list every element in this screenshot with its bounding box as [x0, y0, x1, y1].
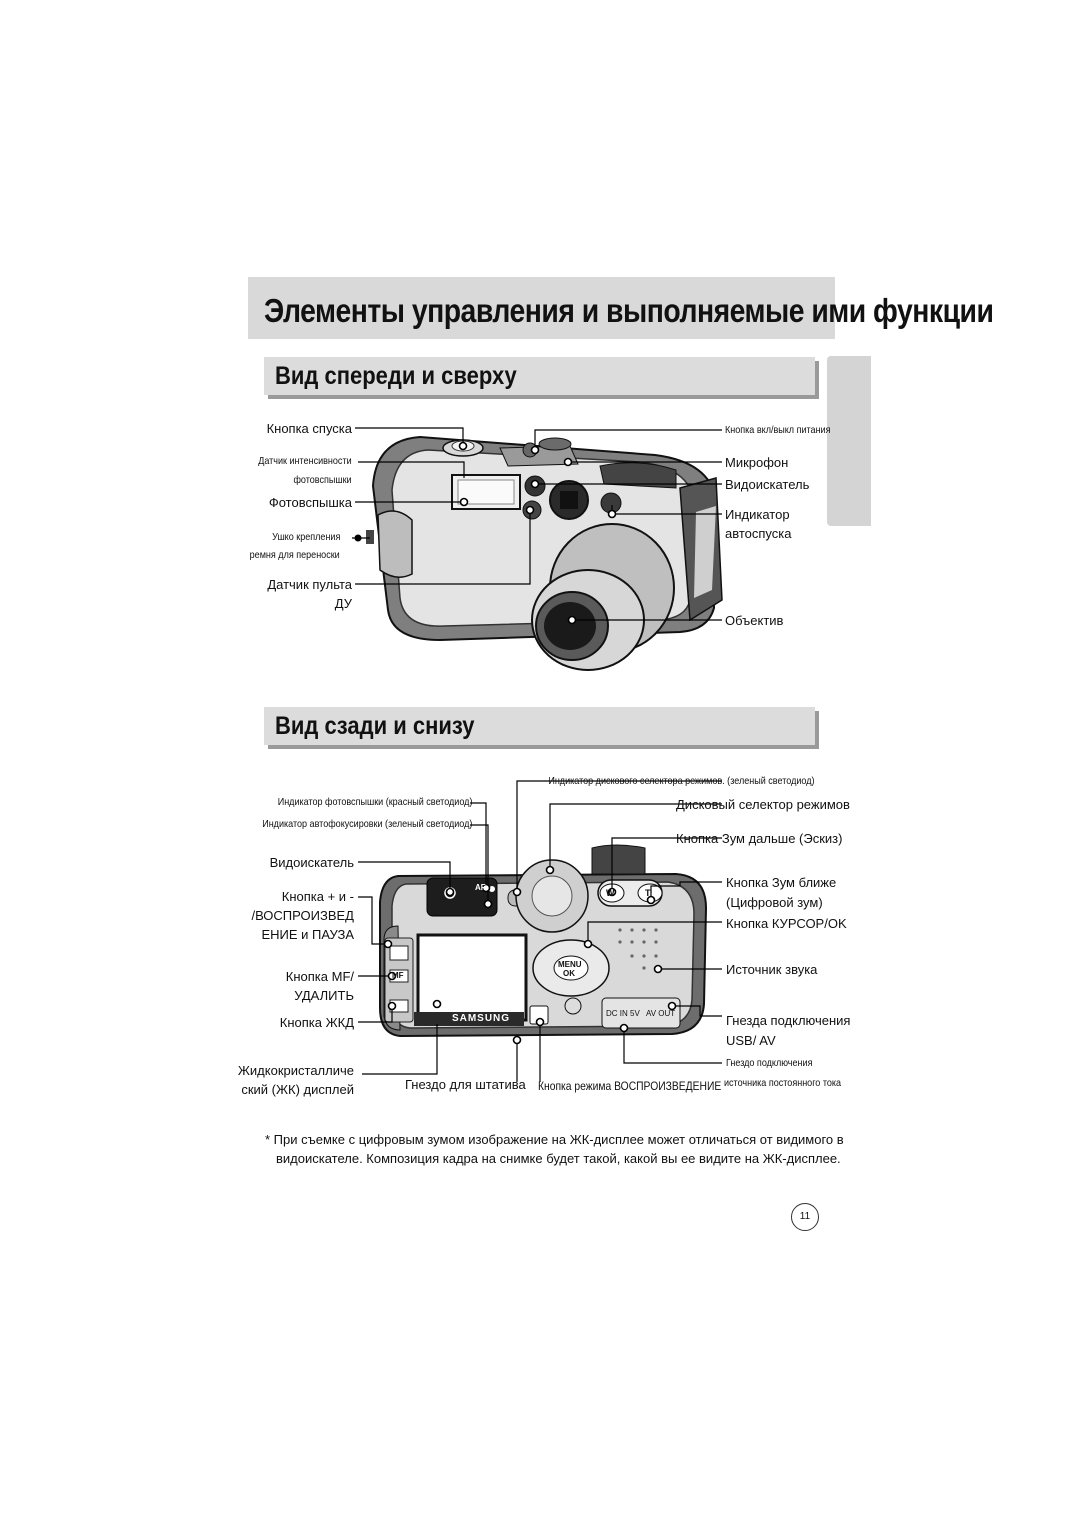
label-lcd-2: ский (ЖК) дисплей	[241, 1082, 354, 1097]
label-microphone: Микрофон	[725, 455, 789, 470]
front-heading: Вид спереди и сверху	[275, 362, 517, 390]
footnote-line-1: * При съемке с цифровым зумом изображени…	[265, 1132, 844, 1147]
label-play-2: /ВОСПРОИЗВЕД	[251, 908, 354, 923]
label-mf-1: Кнопка MF/	[285, 969, 354, 984]
label-speaker: Источник звука	[726, 962, 818, 977]
front-heading-bar	[264, 357, 815, 395]
label-mode-dial: Дисковый селектор режимов	[676, 797, 850, 812]
t-mark: T	[645, 888, 651, 898]
label-zoom-in-1: Кнопка Зум ближе	[726, 875, 837, 890]
label-flash: Фотовспышка	[268, 495, 352, 510]
footnote: * При съемке с цифровым зумом изображени…	[265, 1130, 844, 1168]
label-play-3: ЕНИЕ и ПАУЗА	[261, 927, 355, 942]
label-timer-1: Индикатор	[725, 507, 790, 522]
label-mf-2: УДАЛИТЬ	[294, 988, 354, 1003]
back-camera-drawing	[379, 844, 708, 1038]
label-viewfinder-back: Видоискатель	[269, 855, 354, 870]
label-tripod: Гнездо для штатива	[405, 1077, 526, 1092]
label-lcd-button: Кнопка ЖКД	[279, 1015, 354, 1030]
label-flash-sensor-1: Датчик интенсивности	[258, 455, 352, 467]
label-usb-2: USB/ AV	[726, 1033, 776, 1048]
label-strap-1: Ушко крепления	[271, 531, 340, 543]
label-af-led: Индикатор автофокусировки (зеленый свето…	[261, 818, 472, 830]
label-shutter: Кнопка спуска	[266, 421, 352, 436]
label-flash-sensor-2: фотовспышки	[293, 474, 352, 486]
mf-mark: MF	[392, 971, 404, 980]
av-out-mark: AV OUT	[646, 1009, 676, 1018]
label-flash-led: Индикатор фотовспышки (красный светодиод…	[277, 796, 472, 808]
dc-in-mark: DC IN 5V	[606, 1009, 640, 1018]
brand-logo-text: SAMSUNG	[451, 1013, 511, 1024]
label-cursor-ok: Кнопка КУРСОР/OK	[726, 916, 847, 931]
label-dc-1: Гнездо подключения	[726, 1057, 813, 1069]
label-timer-2: автоспуска	[725, 526, 792, 541]
af-mark: AF	[475, 883, 486, 892]
back-heading-bar	[264, 707, 815, 745]
label-dc-2: источника постоянного тока	[724, 1077, 842, 1089]
label-usb-1: Гнезда подключения	[726, 1013, 851, 1028]
label-lens: Объектив	[725, 613, 784, 628]
page-title: Элементы управления и выполняемые ими фу…	[264, 292, 994, 329]
w-mark: W	[606, 888, 615, 898]
footnote-line-2: видоискателе. Композиция кадра на снимке…	[276, 1151, 841, 1166]
label-remote-1: Датчик пульта	[267, 577, 352, 592]
title-bar	[248, 277, 835, 339]
label-strap-2: ремня для переноски	[249, 549, 340, 561]
ok-mark: OK	[563, 969, 575, 978]
page-number: 11	[791, 1203, 819, 1231]
label-zoom-out: Кнопка Зум дальше (Эскиз)	[676, 831, 843, 846]
front-camera-drawing	[366, 435, 723, 671]
back-heading: Вид сзади и снизу	[275, 712, 475, 740]
label-play-1: Кнопка + и -	[281, 889, 354, 904]
label-mode-led: Индикатор дискового селектора режимов. (…	[547, 775, 814, 787]
label-viewfinder-front: Видоискатель	[725, 477, 810, 492]
side-tab	[827, 356, 871, 526]
label-playback-mode: Кнопка режима ВОСПРОИЗВЕДЕНИЕ	[538, 1079, 722, 1093]
label-lcd-1: Жидкокристалличе	[237, 1063, 354, 1078]
menu-mark: MENU	[558, 960, 582, 969]
label-remote-2: ДУ	[334, 596, 352, 611]
label-zoom-in-2: (Цифровой зум)	[726, 895, 823, 910]
label-power: Кнопка вкл/выкл питания	[725, 424, 831, 436]
